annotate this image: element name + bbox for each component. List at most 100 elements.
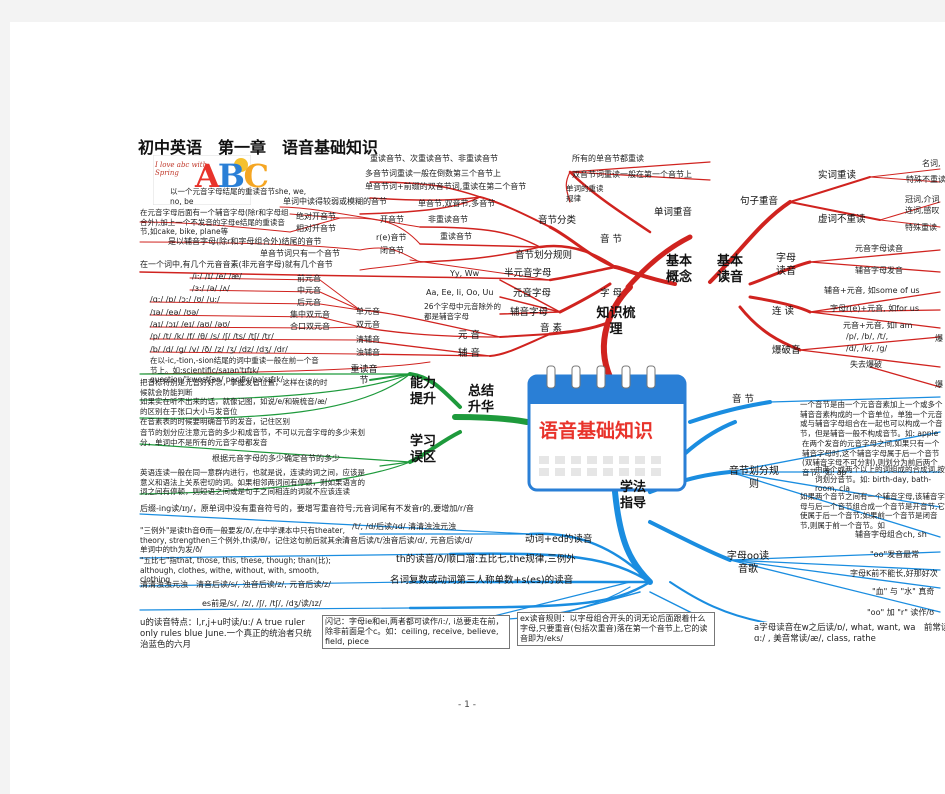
monophthong: 单元音 <box>356 307 380 316</box>
vowels-label: 元 音 <box>458 330 481 341</box>
liaison-item-3: 元音+元音, 如I am <box>843 321 913 330</box>
letters-label: 字 母 <box>600 288 623 299</box>
center-calendar: 语音基础知识 <box>527 364 687 492</box>
voiceless: 清辅音 <box>356 335 380 344</box>
ed-rule: /t/, /d/后读/ɪd/ 清清浊浊元浊 <box>352 522 457 531</box>
s-rule: 清清浊浊元浊 清音后读/s/, 浊音后读/z/, 元音后读/z/ <box>140 580 331 589</box>
ipa-row-7: /b/ /d/ /g/ /v/ /ð/ /z/ /ʒ/ /dz/ /dʒ/ /d… <box>150 345 288 354</box>
centering-diphthong: 集中双元音 <box>290 310 330 319</box>
center-label: 语音基础知识 <box>539 420 654 442</box>
sentence-stress: 句子重音 <box>740 196 779 207</box>
th-note: "五比七"指that, those, this, these, though; … <box>140 556 331 584</box>
ei-note: 闪记：字母ie和ei,两者都可读作/i:/, i总要走在前，除非前面是个c。如：… <box>322 615 510 649</box>
calendar-icon <box>527 365 687 492</box>
liaison: 连 读 <box>772 306 795 317</box>
syllable-type-1: 单音节,双音节,多音节 <box>418 199 496 208</box>
word-stress-item-3: 单词的重读规律 <box>566 184 604 203</box>
green-note-3: 在音素表的时候要明确音节的发音，记住区别 <box>140 417 290 426</box>
blue-division-note-3: 如果两个音节之间有一个辅音字母,该辅音字母与后一个音节组合成一个音节是开音节,它… <box>800 492 945 530</box>
green-note-1: 把音标特别是元音好好念，掌握发音位置，这样在读的时候就会防能判断 <box>140 378 328 397</box>
letter-sounds: 字母读音 <box>776 253 796 277</box>
page-title: 初中英语 第一章 语音基础知识 <box>138 138 379 157</box>
syllable-note: 以一个元音字母结尾的重读音节she, we, no, be <box>170 187 307 206</box>
hub-basic-reading: 基本读音 <box>716 254 743 285</box>
open-syllable: 开音节 <box>380 215 404 224</box>
plosion-item-4: 爆 <box>935 334 943 343</box>
syllable-type-3: 重读音节 <box>440 232 472 241</box>
plosion-item-2: /d/, /k/, /g/ <box>846 344 888 353</box>
suffix-note: 在以-ic,-tion,-sion结尾的词中重读一般在前一个音节上。如:scie… <box>150 356 319 384</box>
u-note: u的读音特点：l,r,j+u时读/u:/ A true ruler only r… <box>138 617 318 652</box>
semi-vowels: 半元音字母 <box>504 268 552 279</box>
rel-open: 相对开音节 <box>296 224 336 233</box>
vowel-read: 元音字母读音 <box>855 244 903 253</box>
ipa-row-1: /i:/ /ɪ/ /e/ /æ/ <box>192 272 242 281</box>
function-item-3: 特殊重读 <box>905 223 937 232</box>
oo-item-2: 字母K前不能长,好那好次 <box>850 569 938 578</box>
content-item-2: 特殊不重读 <box>906 175 945 184</box>
phonemes-label: 音 素 <box>540 323 563 334</box>
vowel-example: Aa, Ee, Ii, Oo, Uu <box>426 288 494 297</box>
ipa-row-4: /ɪə/ /eə/ /ʊə/ <box>150 308 199 317</box>
vowel-letters: 元音字母 <box>513 288 552 299</box>
liaison-item-2: 字母r(e)+元音, 如for us <box>830 304 920 313</box>
ed-head: "三例外"是读th音Ɵ而一般要发/ð/,在中学课本中只有theater, the… <box>140 526 345 554</box>
diphthong: 双元音 <box>356 320 380 329</box>
word-stress-item-2: 双音节词重读一般在第一个音节上 <box>572 170 692 179</box>
syllable-class: 音节分类 <box>538 215 577 226</box>
front-vowel: 前元音 <box>297 274 321 283</box>
ipa-row-2: /ɜ:/ /ə/ /ʌ/ <box>192 284 230 293</box>
closing-diphthong: 合口双元音 <box>290 322 330 331</box>
oo-label: 字母oo读音歌 <box>726 551 770 575</box>
green-note-2: 如果实在听不出来的话，就像记图，如说/e/和碗梳音/æ/的区别在于张口大小与发音… <box>140 397 328 416</box>
es-rule: es前是/s/, /z/, /ʃ/, /tʃ/, /dʒ/读/ɪz/ <box>202 599 322 608</box>
s-label: 名词复数或动词第三人称单数+s(es)的读音 <box>390 575 574 586</box>
function-words: 虚词不重读 <box>818 214 866 225</box>
consonant-read: 辅音字母发音 <box>855 266 903 275</box>
syllable-type-2: 非重读音节 <box>428 215 468 224</box>
oo-item-1: "oo"发音最常 <box>870 550 920 559</box>
oo-item-3: "血" 与 "水" 真奇 <box>872 587 935 596</box>
logo-letters: ABC <box>195 157 269 195</box>
stress-note-3: 单音节词+前缀的双音节词,重读在第二个音节 <box>365 182 527 191</box>
blue-syllable: 音 节 <box>732 394 755 405</box>
blue-division-note-2: 由两个或两个以上的词组成的合成词,按词划分音节。如: birth-day, ba… <box>815 465 945 493</box>
hub-method: 学法指导 <box>619 480 646 511</box>
voiced: 浊辅音 <box>356 348 380 357</box>
word-stress-label: 单词重音 <box>654 207 693 218</box>
ed-label: 动词+ed的读音 <box>525 534 593 545</box>
content-words: 实词重读 <box>818 170 857 181</box>
blue-division-note-1: 在两个发音的元音字母之间,如果只有一个辅音字母时,这个辅音字母属于后一个音节(双… <box>802 439 940 477</box>
back-vowel: 后元音 <box>297 298 321 307</box>
ipa-row-6: /p/ /t/ /k/ /f/ /θ/ /s/ /ʃ/ /ts/ /tʃ/ /t… <box>150 332 274 341</box>
consonant-note: 26个字母中元音除外的都是辅音字母 <box>424 302 502 321</box>
stress-note-1: 重读音节、次重读音节、非重读音节 <box>370 154 498 163</box>
oo-item-4: "oo" 加 "r" 读作/ʊ <box>867 608 935 617</box>
abs-open: 绝对开音节 <box>296 212 336 221</box>
green-consonant-note: 音节的划分应注意元音的多少和成音节，不可以元音字母的多少来划分，单词中不是所有的… <box>140 428 365 447</box>
ex-note: ex读音规则：以字母组合开头的词无论后面跟着什么字母,只要重音(包括次重音)落在… <box>517 612 715 646</box>
plosion-item-3: 失去爆破 <box>850 360 882 369</box>
ing-rule: 后缀-ing读/ɪŋ/，原单词中没有重音符号的，要增写重音符号;元音词尾有不发音… <box>140 504 474 513</box>
green-liaison-note: 英语连读一般在同一意群内进行，也就是说，连读的词之间，应该是意义和语法上关系密切… <box>140 468 365 496</box>
division-note-2: 在一个词中,有几个元音音素(非元音字母)就有几个音节 <box>140 260 333 269</box>
division: 音节划分规则 <box>515 250 573 261</box>
green-stress-label: 重读音节 <box>350 365 378 386</box>
ipa-row-5: /aɪ/ /ɔɪ/ /eɪ/ /aʊ/ /əʊ/ <box>150 320 230 329</box>
hub-basic-concepts: 基本概念 <box>665 254 692 285</box>
plosion-item-5: 爆 <box>935 380 943 389</box>
a-note: a字母读音在w之后读/ɒ/, what, want, wa 前常读/ɑ:/ , … <box>752 622 945 646</box>
r-syllable: r(e)音节 <box>376 233 407 242</box>
stress-reading: 单词中读得较弱或模糊的音节 <box>283 197 387 206</box>
stress-note-2: 多音节词重读一般在倒数第三个音节上 <box>365 169 501 178</box>
liaison-item-1: 辅音+元音, 如some of us <box>824 286 920 295</box>
branch-knowledge-main <box>600 284 633 380</box>
blue-division: 音节划分规则 <box>729 466 779 490</box>
blue-syllable-note: 一个音节是由一个元音音素加上一个或多个辅音音素构成的一个音单位，单独一个元音或与… <box>800 400 943 438</box>
syllable-label: 音 节 <box>600 234 623 245</box>
green-vowel-note: 根据元音字母的多少确定音节的多少 <box>212 454 340 463</box>
semi-example: Yy, Ww <box>450 269 480 278</box>
